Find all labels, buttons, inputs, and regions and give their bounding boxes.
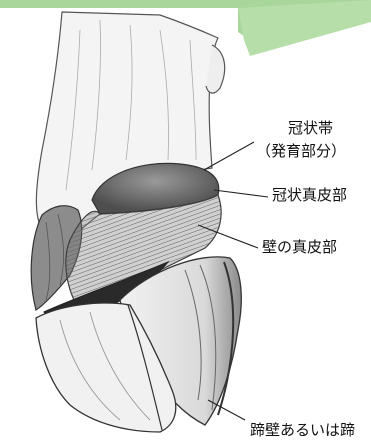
label-coronary-band-note: （発育部分）	[256, 141, 346, 161]
label-wall-corium: 壁の真皮部	[262, 237, 337, 257]
leader-line-wall-corium	[198, 225, 258, 248]
leader-line-coronary-band	[204, 142, 254, 170]
leader-line-coronary-corium	[214, 190, 268, 197]
label-coronary-corium: 冠状真皮部	[272, 185, 347, 205]
leader-line-hoof-wall	[208, 400, 245, 420]
label-coronary-band: 冠状帯	[288, 118, 333, 138]
label-hoof-wall: 蹄壁あるいは蹄	[250, 420, 355, 440]
